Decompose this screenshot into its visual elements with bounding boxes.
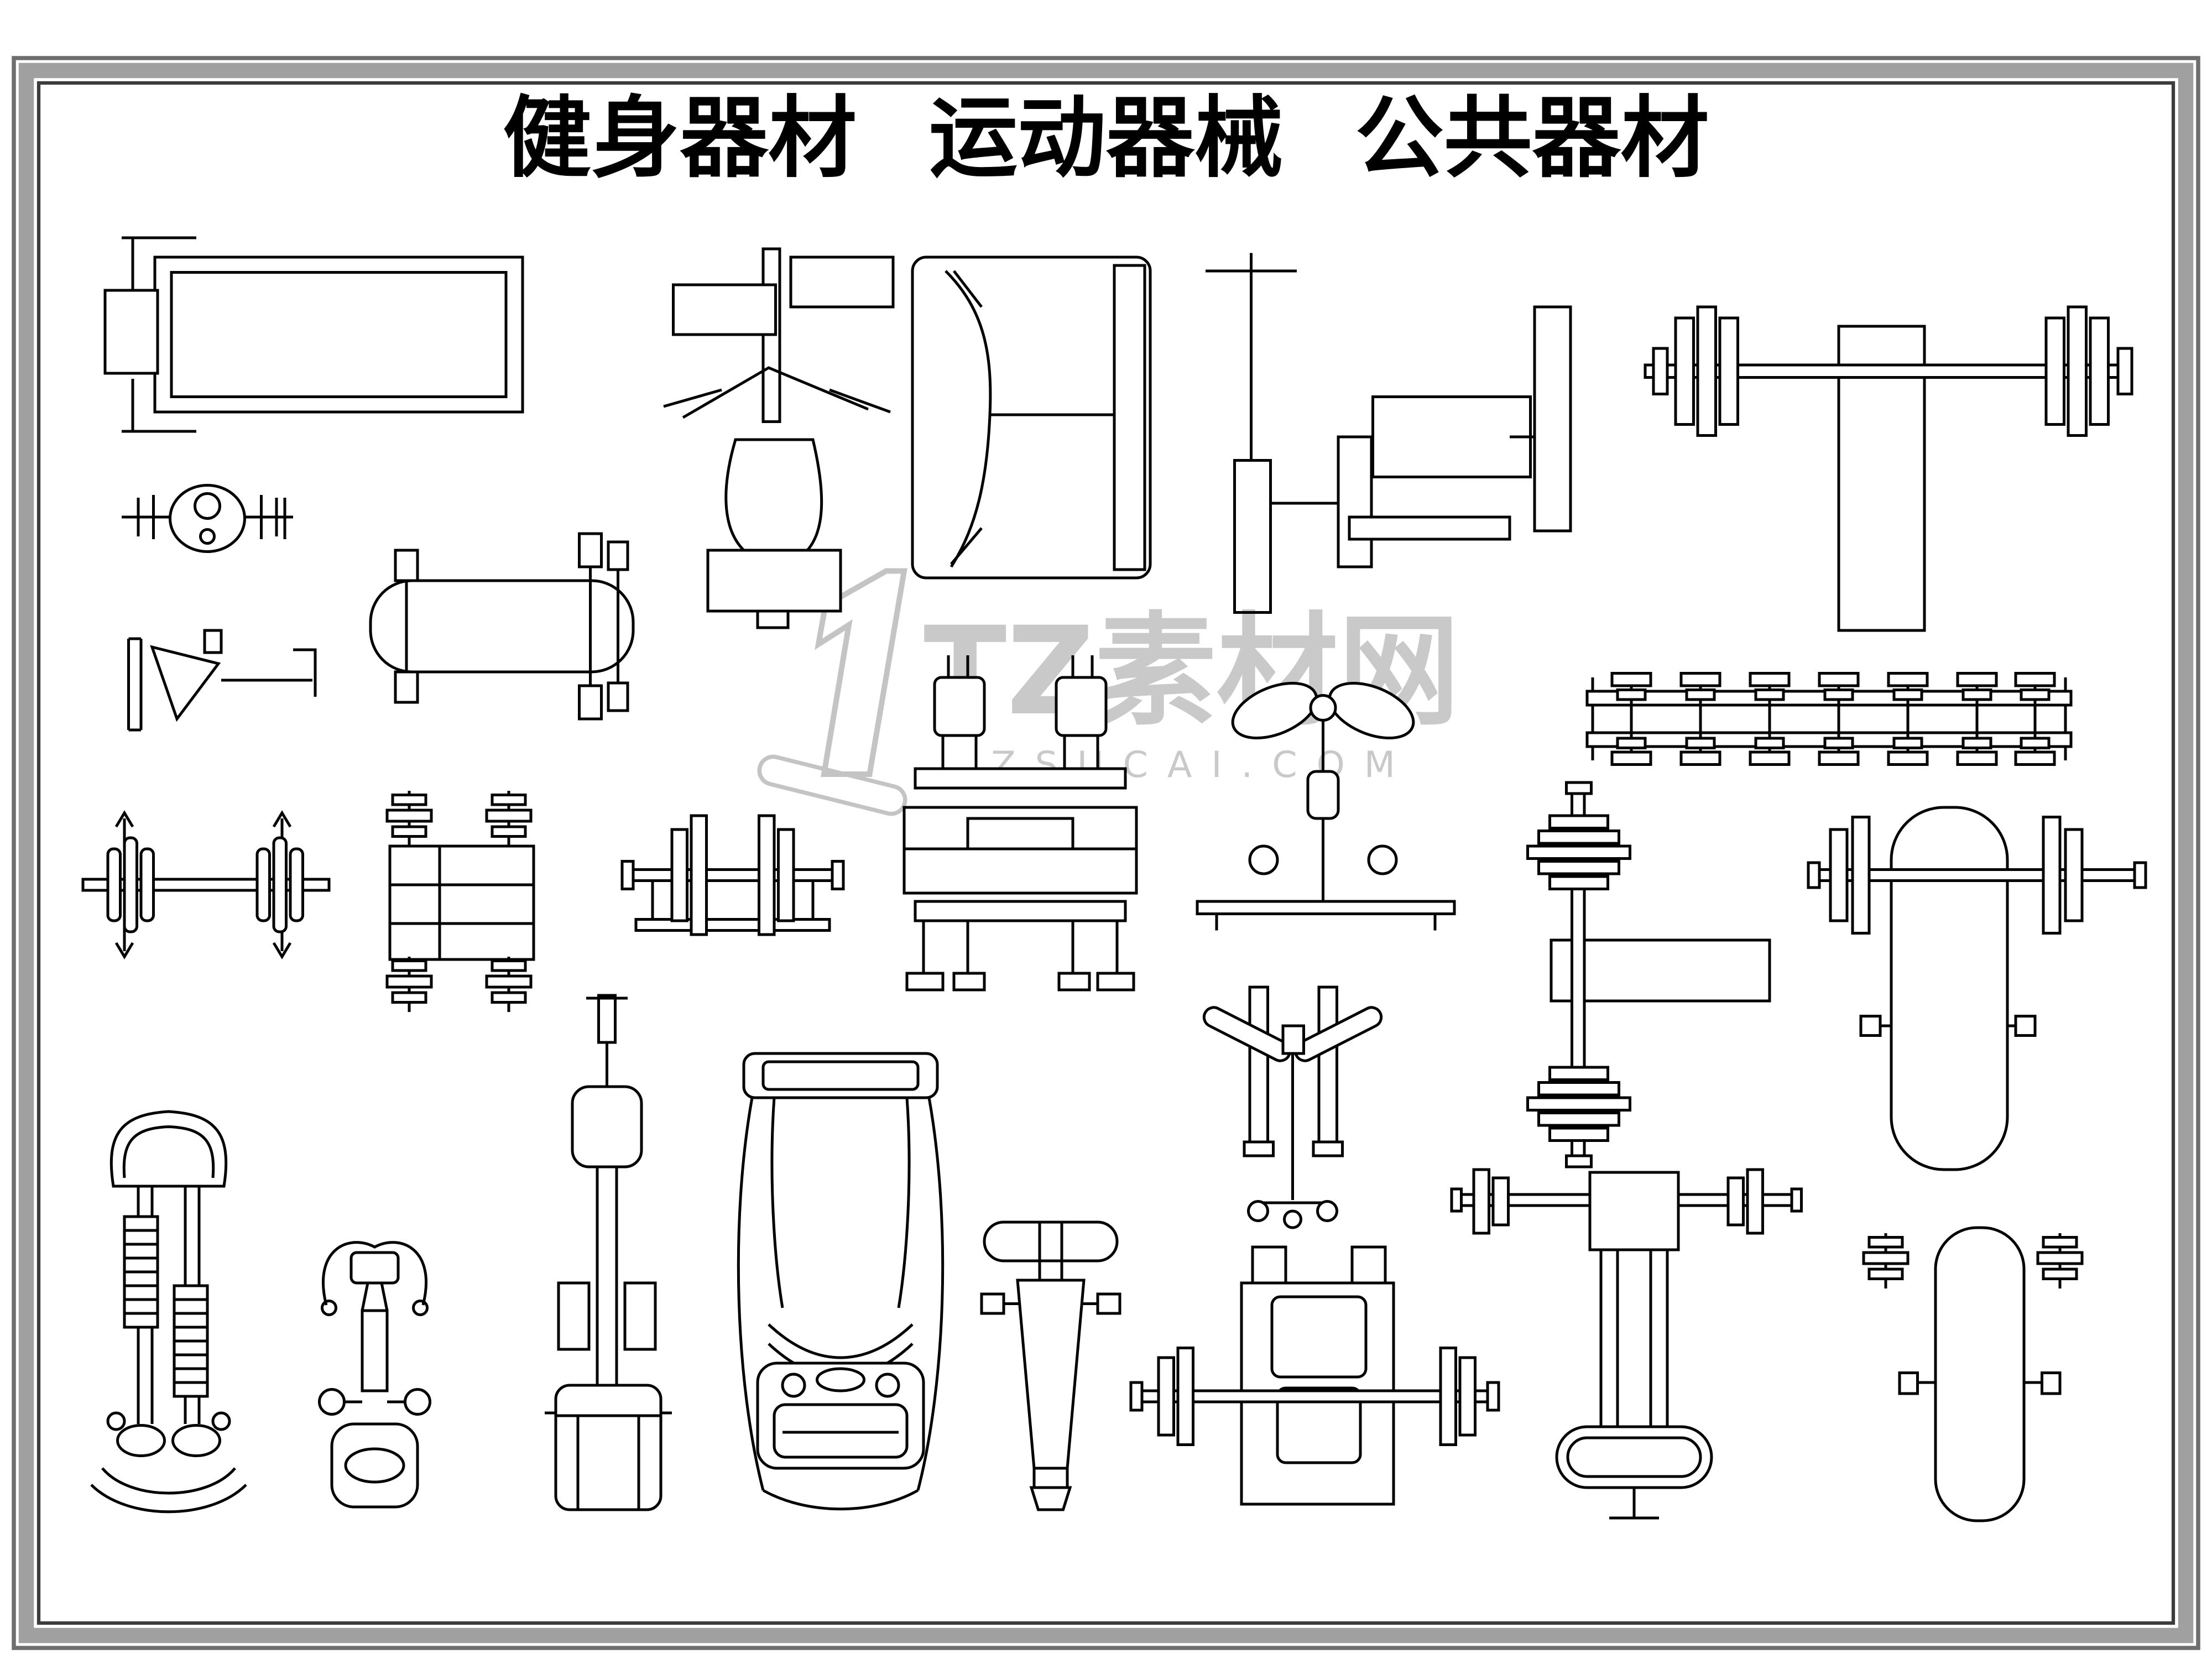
butterfly-trainer (127, 629, 317, 732)
sit-up-board (980, 1220, 1121, 1511)
dumbbell-bench (1864, 1226, 2082, 1522)
page-title: 健身器材 运动器械 公共器材 (503, 86, 1709, 190)
power-cage (902, 655, 1138, 992)
vertical-dumbbell-bench (1526, 781, 1771, 1168)
roller-bench (369, 532, 635, 721)
sheet-frame (12, 56, 2200, 1650)
dumbbell-rack (1585, 672, 2073, 766)
watermark-logo-brush (757, 754, 907, 816)
bench-press-station (1129, 1245, 1500, 1506)
treadmill-front-view (737, 1052, 945, 1511)
barbell-with-bench (1644, 305, 2133, 632)
roller-barbell (81, 810, 331, 959)
leg-press-machine (911, 255, 1152, 580)
shoulder-press-machine (663, 247, 895, 629)
spin-bike (318, 1241, 431, 1509)
barbell-on-stand (620, 814, 845, 936)
t-bar-machine (1450, 1168, 1803, 1520)
y-bar-machine (1202, 985, 1383, 1229)
mini-exercise-bike (122, 484, 293, 553)
rack-with-dumbbells (387, 791, 535, 1012)
treadmill-top-view (103, 236, 524, 433)
equipment-drawings (81, 236, 2147, 1522)
cable-press-machine (1206, 253, 1572, 614)
upright-bike (1196, 681, 1456, 931)
bench-with-barbell (1807, 806, 2147, 1171)
stair-climber (90, 1110, 247, 1514)
watermark-logo-one (815, 568, 907, 777)
cable-column (545, 994, 672, 1511)
